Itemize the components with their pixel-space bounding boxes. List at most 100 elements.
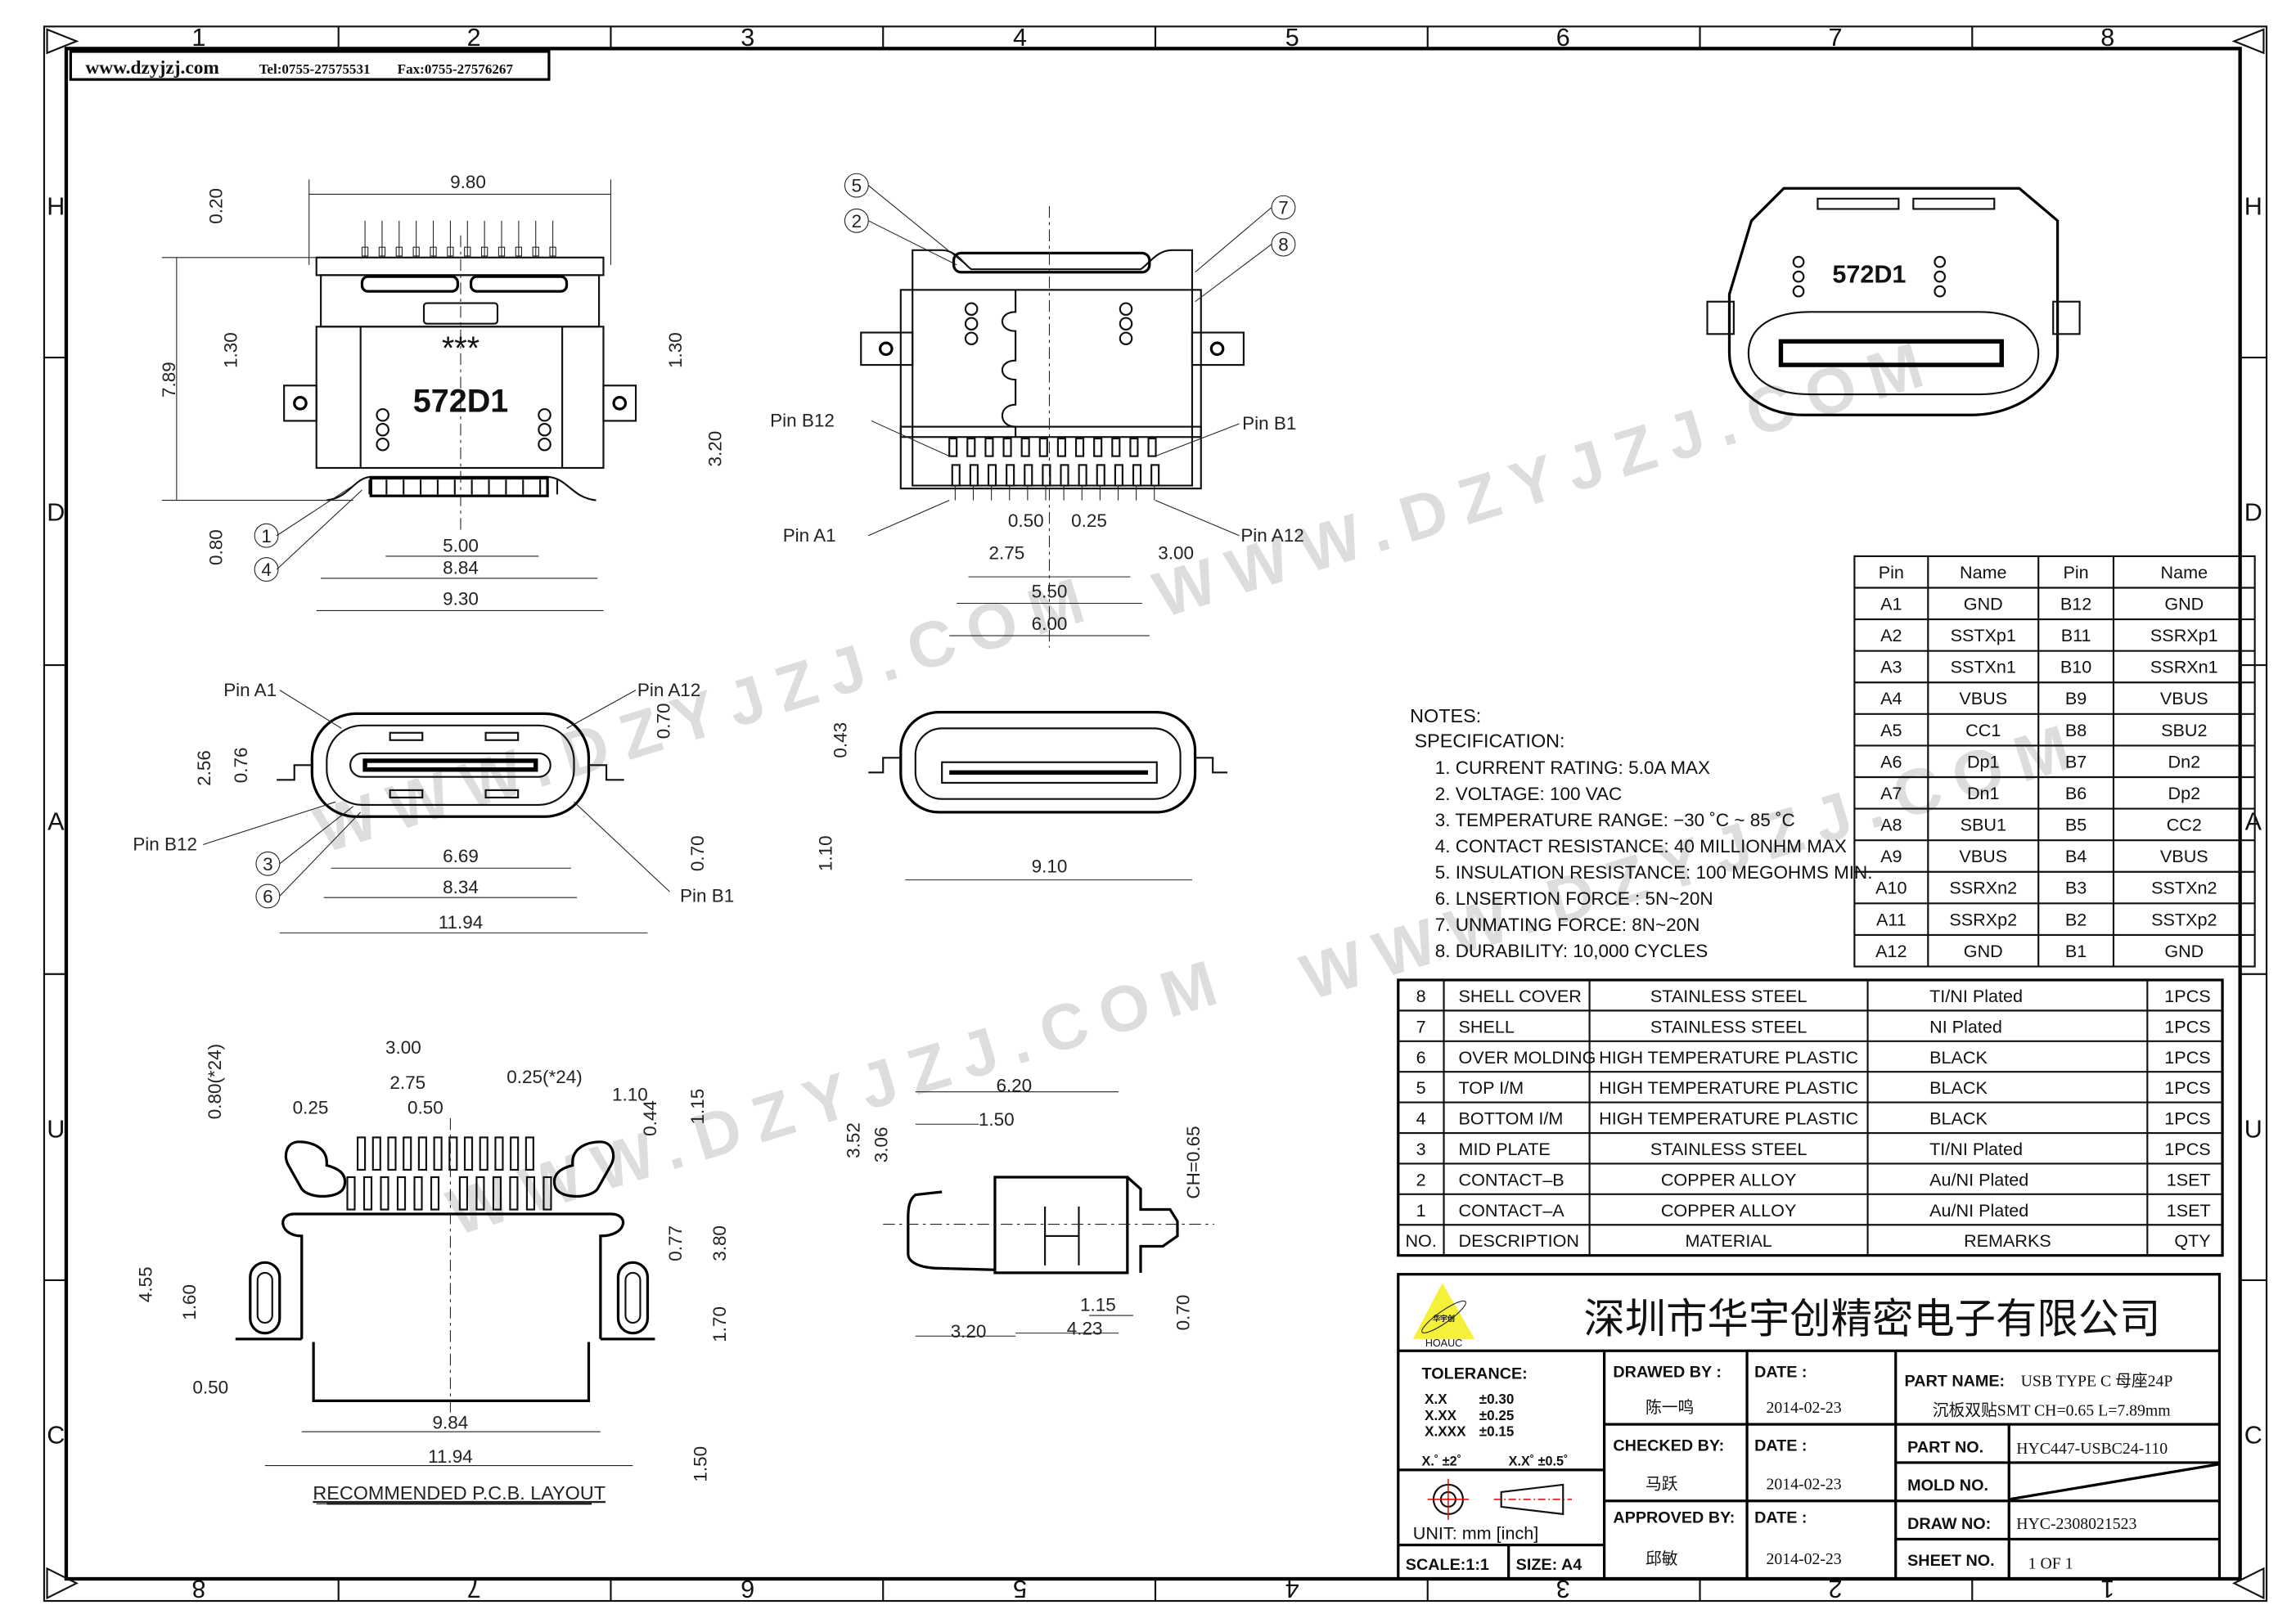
orientation-triangle-icon bbox=[2232, 1567, 2265, 1600]
pin-table-cell: SBU2 bbox=[2161, 720, 2207, 740]
dimension-label: 1.15 bbox=[1080, 1295, 1116, 1315]
fax-text: Fax:0755-27576267 bbox=[398, 61, 514, 77]
approved-by-value: 邱敏 bbox=[1645, 1550, 1678, 1568]
checked-by-label: CHECKED BY: bbox=[1613, 1437, 1724, 1455]
dimension-label: 3.20 bbox=[951, 1321, 987, 1342]
note-item: 5. INSULATION RESISTANCE: 100 MEGOHMS MI… bbox=[1435, 862, 1873, 883]
dimension-label: 5.00 bbox=[443, 536, 479, 556]
drawed-by-label: DRAWED BY : bbox=[1613, 1364, 1722, 1382]
bom-cell: STAINLESS STEEL bbox=[1650, 1139, 1807, 1159]
dimension-label: 2.75 bbox=[389, 1072, 425, 1093]
bom-cell: STAINLESS STEEL bbox=[1650, 986, 1807, 1006]
pin-label: Pin B1 bbox=[680, 886, 734, 906]
zone-label: D bbox=[2244, 499, 2262, 527]
bom-header: DESCRIPTION bbox=[1459, 1230, 1579, 1251]
note-item: 1. CURRENT RATING: 5.0A MAX bbox=[1435, 758, 1710, 778]
checked-by-value: 马跃 bbox=[1645, 1475, 1678, 1493]
bom-cell: TOP I/M bbox=[1459, 1077, 1524, 1098]
bom-cell: 3 bbox=[1416, 1139, 1426, 1159]
scale-text: SCALE:1:1 bbox=[1406, 1556, 1489, 1574]
bom-cell: BLACK bbox=[1929, 1077, 1988, 1098]
pin-table-header: Name bbox=[1960, 562, 2007, 582]
dimension-label: 1.70 bbox=[709, 1306, 730, 1342]
dimension-label: 0.50 bbox=[1008, 510, 1044, 531]
pin-label: Pin B12 bbox=[770, 411, 835, 431]
pin-table-cell: SSRXp2 bbox=[1949, 909, 2017, 929]
notes: NOTES: SPECIFICATION: 1. CURRENT RATING:… bbox=[1410, 705, 1872, 961]
bom-cell: 1PCS bbox=[2164, 1016, 2210, 1036]
tolerance-value: ±0.25 bbox=[1479, 1408, 1515, 1423]
dimension-label: 11.94 bbox=[439, 912, 484, 933]
bom-header: REMARKS bbox=[1964, 1230, 2051, 1251]
watermark: WWW.DZYJZJ.COM bbox=[439, 942, 1239, 1249]
bom-cell: HIGH TEMPERATURE PLASTIC bbox=[1599, 1108, 1858, 1129]
dimension-label: 1.60 bbox=[179, 1284, 200, 1320]
pin-table-cell: VBUS bbox=[2160, 846, 2208, 866]
dimension-label: 0.80 bbox=[206, 529, 227, 565]
pcb-layout-view bbox=[235, 1118, 655, 1504]
zone-label: 6 bbox=[1556, 24, 1570, 52]
title-block: 华宇创 HOAUC 深圳市华宇创精密电子有限公司 TOLERANCE: X.X±… bbox=[1397, 1273, 2222, 1580]
dimension-label: 3.00 bbox=[1158, 543, 1194, 564]
pin-table-cell: A10 bbox=[1875, 878, 1907, 898]
dimension-label: 0.77 bbox=[665, 1225, 686, 1261]
dimension-label: 0.70 bbox=[687, 835, 708, 871]
balloon-circle bbox=[844, 208, 869, 233]
pin-table-cell: SSRXn2 bbox=[1949, 878, 2017, 898]
pin-table-cell: Dp2 bbox=[2168, 783, 2201, 803]
note-item: 3. TEMPERATURE RANGE: −30 ˚C ~ 85 ˚C bbox=[1435, 810, 1795, 830]
dimension-label: 6.00 bbox=[1032, 614, 1068, 634]
pin-table-cell: SSRXp1 bbox=[2150, 625, 2218, 645]
angle-tolerance: X.X˚ ±0.5˚ bbox=[1509, 1454, 1569, 1469]
bom-cell: MID PLATE bbox=[1459, 1139, 1551, 1159]
watermark: WWW.DZYJZJ.COM bbox=[1146, 324, 1945, 632]
dimension-label: 1.50 bbox=[979, 1109, 1015, 1130]
approved-by-label: APPROVED BY: bbox=[1613, 1509, 1735, 1527]
bom-cell: 1SET bbox=[2167, 1169, 2211, 1189]
draw-no-value: HYC-2308021523 bbox=[2016, 1515, 2136, 1533]
company-name: 深圳市华宇创精密电子有限公司 bbox=[1583, 1295, 2160, 1343]
tolerance-format: X.X bbox=[1425, 1391, 1447, 1407]
bom-cell: 7 bbox=[1416, 1016, 1426, 1036]
zone-label: 8 bbox=[2100, 24, 2114, 52]
logo-brand: HOAUC bbox=[1425, 1338, 1462, 1349]
rear-view bbox=[868, 710, 1228, 881]
mating-face-view bbox=[203, 690, 670, 933]
dimension-label: 9.84 bbox=[433, 1413, 469, 1433]
balloon-number: 2 bbox=[852, 211, 862, 232]
pin-table-cell: B9 bbox=[2065, 688, 2087, 708]
bom-cell: 1SET bbox=[2167, 1200, 2211, 1221]
bom-cell: SHELL COVER bbox=[1459, 986, 1582, 1006]
notes-title: NOTES: bbox=[1410, 705, 1481, 726]
pin-label: Pin A12 bbox=[1240, 525, 1303, 546]
zone-label: 3 bbox=[1556, 1575, 1570, 1603]
bom-cell: 8 bbox=[1416, 986, 1426, 1006]
balloon-circle bbox=[255, 851, 281, 876]
pin-table-cell: CC1 bbox=[1965, 720, 2001, 740]
dimension-label: 0.80(*24) bbox=[205, 1044, 225, 1119]
bom-cell: 1PCS bbox=[2164, 1139, 2210, 1159]
note-item: 2. VOLTAGE: 100 VAC bbox=[1435, 784, 1623, 804]
dimension-label: 7.89 bbox=[159, 362, 179, 398]
dimension-label: 3.06 bbox=[871, 1127, 892, 1163]
pin-table-cell: A4 bbox=[1880, 688, 1902, 708]
pin-table-cell: B7 bbox=[2065, 751, 2087, 771]
approved-date: 2014-02-23 bbox=[1766, 1550, 1841, 1568]
pin-table-header: Pin bbox=[2063, 562, 2088, 582]
zone-label: H bbox=[47, 193, 65, 221]
dimension-label: 0.25(*24) bbox=[506, 1067, 582, 1087]
bom-cell: STAINLESS STEEL bbox=[1650, 1016, 1807, 1036]
balloon-number: 7 bbox=[1278, 198, 1289, 218]
balloon-number: 5 bbox=[852, 176, 862, 196]
balloon-number: 3 bbox=[263, 854, 273, 874]
bom-cell: COPPER ALLOY bbox=[1661, 1169, 1797, 1189]
balloon-circle bbox=[844, 173, 869, 198]
bom-cell: HIGH TEMPERATURE PLASTIC bbox=[1599, 1077, 1858, 1098]
tolerance-format: X.XXX bbox=[1425, 1424, 1466, 1440]
